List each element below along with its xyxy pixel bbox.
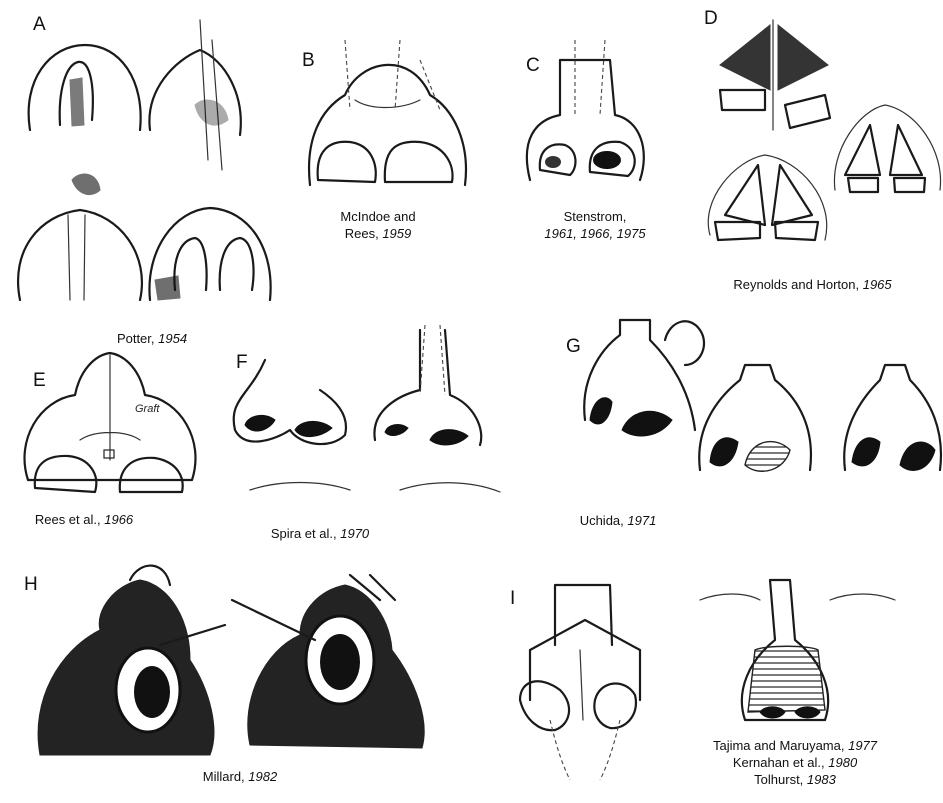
- caption-tajima-group: Tajima and Maruyama, 1977 Kernahan et al…: [660, 737, 930, 788]
- caption-millard: Millard, 1982: [180, 768, 300, 785]
- caption-year: 1959: [382, 226, 411, 241]
- caption-author: Reynolds and Horton,: [733, 277, 859, 292]
- caption-potter: Potter, 1954: [82, 330, 222, 347]
- panel-f-drawings: [234, 325, 500, 492]
- panel-g-drawings: [584, 320, 941, 471]
- caption-year: 1977: [848, 738, 877, 753]
- panel-e-drawings: [25, 353, 196, 492]
- panel-a-letter: A: [33, 14, 46, 36]
- caption-year: 1961, 1966, 1975: [525, 225, 665, 242]
- caption-year: 1966: [104, 512, 133, 527]
- caption-author: Kernahan et al.,: [733, 755, 825, 770]
- caption-mcindoe: McIndoe and Rees, 1959: [318, 208, 438, 242]
- panel-a-drawings: [18, 20, 271, 300]
- caption-author: Millard,: [203, 769, 245, 784]
- caption-author: Tolhurst,: [754, 772, 803, 787]
- caption-uchida: Uchida, 1971: [558, 512, 678, 529]
- caption-year: 1983: [807, 772, 836, 787]
- caption-author: Stenstrom,: [525, 208, 665, 225]
- caption-author: Spira et al.,: [271, 526, 337, 541]
- caption-year: 1954: [158, 331, 187, 346]
- graft-label: Graft: [135, 403, 159, 415]
- caption-stenstrom: Stenstrom, 1961, 1966, 1975: [525, 208, 665, 242]
- caption-year: 1971: [627, 513, 656, 528]
- caption-reynolds: Reynolds and Horton, 1965: [690, 276, 935, 293]
- panel-c-letter: C: [526, 55, 540, 77]
- panel-d-drawings: [708, 20, 940, 240]
- caption-year: 1970: [340, 526, 369, 541]
- caption-rees: Rees et al., 1966: [14, 511, 154, 528]
- panel-d-letter: D: [704, 8, 718, 30]
- caption-year: 1965: [863, 277, 892, 292]
- panel-h-letter: H: [24, 574, 38, 596]
- panel-i-letter: I: [510, 588, 515, 610]
- caption-spira: Spira et al., 1970: [245, 525, 395, 542]
- panel-h-drawings: [38, 566, 424, 755]
- caption-author: Potter,: [117, 331, 155, 346]
- panel-e-letter: E: [33, 370, 46, 392]
- caption-year: 1980: [828, 755, 857, 770]
- panel-b-letter: B: [302, 50, 315, 72]
- caption-author: Rees et al.,: [35, 512, 101, 527]
- panel-c-drawings: [527, 40, 644, 180]
- panel-g-letter: G: [566, 336, 581, 358]
- caption-author: Uchida,: [580, 513, 624, 528]
- caption-year: 1982: [248, 769, 277, 784]
- panel-b-drawings: [309, 40, 466, 185]
- panel-f-letter: F: [236, 352, 248, 374]
- caption-author-line2: Rees,: [345, 226, 379, 241]
- caption-author: McIndoe and: [318, 208, 438, 225]
- caption-author: Tajima and Maruyama,: [713, 738, 845, 753]
